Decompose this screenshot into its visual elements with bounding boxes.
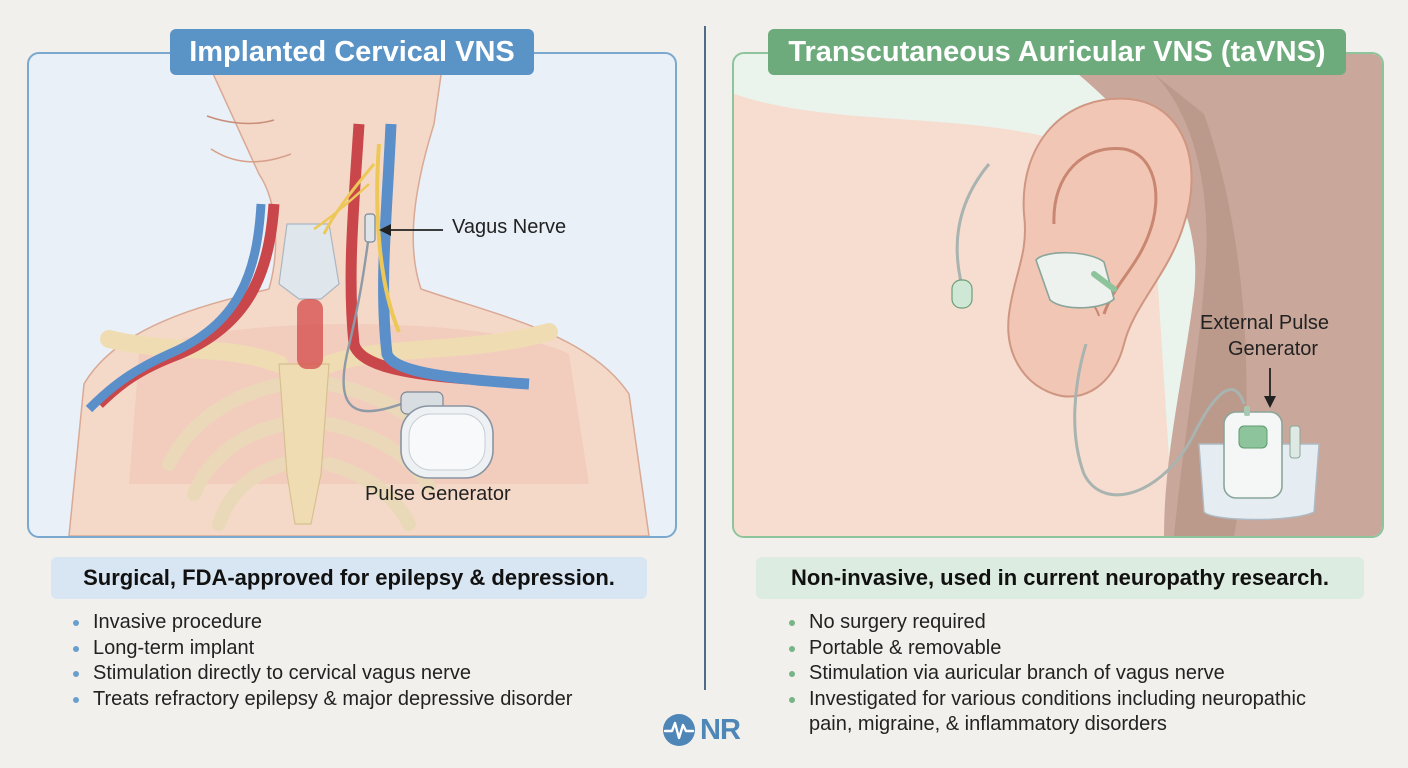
implanted-vns-bullets: Invasive procedure Long-term implant Sti… (72, 610, 672, 712)
panel-divider (704, 26, 706, 690)
bullet-dot-icon (789, 620, 795, 626)
external-generator-label-line1: External Pulse (1200, 312, 1329, 334)
list-item-continuation: pain, migraine, & inflammatory disorders (809, 713, 1167, 735)
nr-logo: NR (662, 712, 752, 748)
tavns-panel (732, 52, 1384, 538)
bullet-dot-icon (73, 620, 79, 626)
vagus-nerve-label: Vagus Nerve (452, 216, 567, 238)
implanted-vns-title: Implanted Cervical VNS (170, 29, 534, 75)
bullet-dot-icon (789, 671, 795, 677)
implanted-vns-panel (27, 52, 677, 538)
bullet-dot-icon (789, 645, 795, 652)
pulse-generator-label: Pulse Generator (365, 483, 511, 505)
logo-text: NR (700, 713, 741, 746)
list-item: Invasive procedure (72, 610, 672, 636)
list-item: Investigated for various conditions incl… (788, 687, 1388, 713)
bullet-dot-icon (73, 645, 79, 652)
bullet-dot-icon (73, 671, 79, 677)
list-item: Treats refractory epilepsy & major depre… (72, 687, 672, 713)
list-item: Portable & removable (788, 636, 1388, 662)
list-item: Long-term implant (72, 636, 672, 662)
list-item: Stimulation directly to cervical vagus n… (72, 661, 672, 687)
list-item: Stimulation via auricular branch of vagu… (788, 661, 1388, 687)
pulse-wave-icon (663, 714, 695, 746)
bullet-dot-icon (789, 696, 795, 703)
bullet-dot-icon (73, 696, 79, 703)
list-item: No surgery required (788, 610, 1388, 636)
tavns-title: Transcutaneous Auricular VNS (taVNS) (768, 29, 1346, 75)
external-generator-label-line2: Generator (1228, 338, 1319, 360)
tavns-summary: Non-invasive, used in current neuropathy… (756, 557, 1364, 599)
implanted-vns-summary: Surgical, FDA-approved for epilepsy & de… (51, 557, 647, 599)
ear-device-illustration (734, 54, 1382, 536)
tavns-bullets: No surgery required Portable & removable… (788, 610, 1388, 738)
neck-anatomy-illustration (68, 54, 650, 536)
